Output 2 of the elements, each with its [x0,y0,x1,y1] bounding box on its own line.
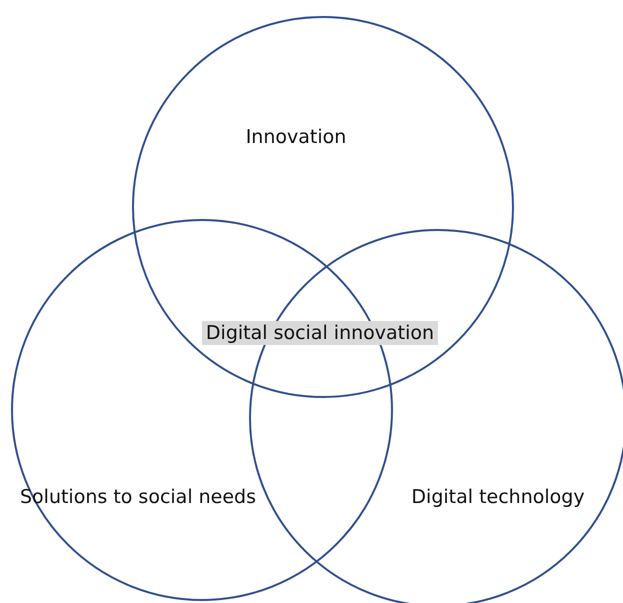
circle-label: Digital technology [411,486,585,508]
circle-label: Innovation [246,126,346,148]
